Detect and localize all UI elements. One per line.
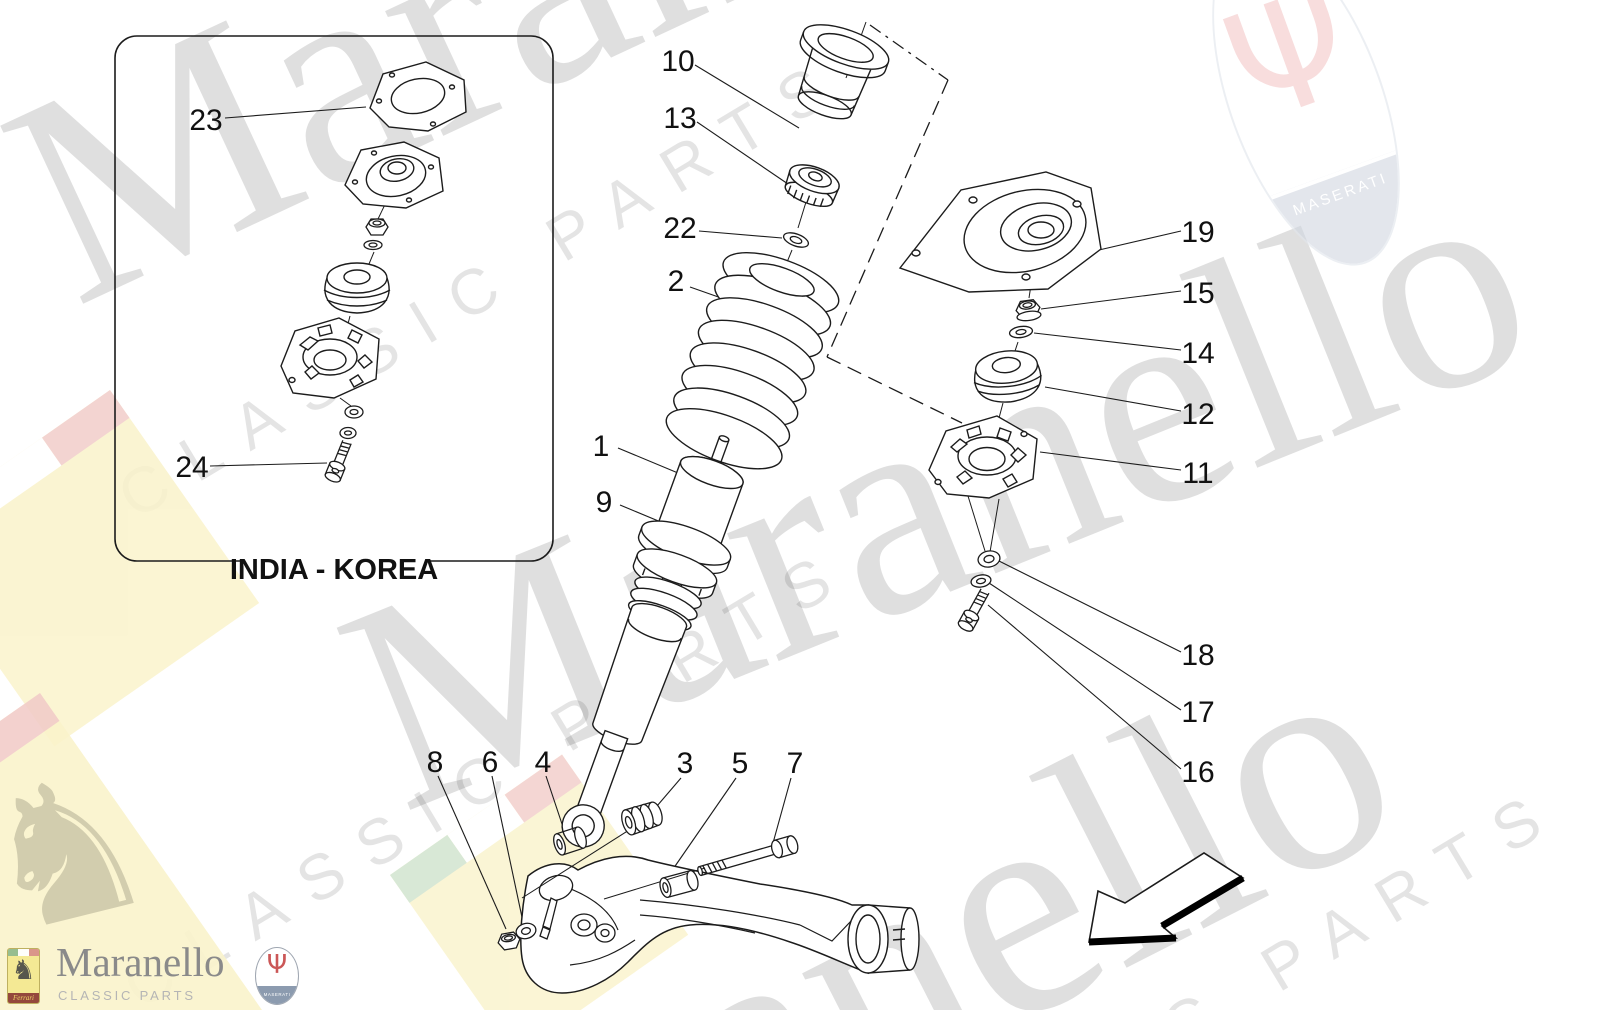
- part-17-washer: [970, 574, 992, 588]
- part-4-bushing: [553, 826, 587, 856]
- callout-16: 16: [1181, 756, 1214, 789]
- callout-7: 7: [787, 747, 804, 780]
- part-22-washer: [782, 232, 810, 248]
- callout-24: 24: [175, 451, 208, 484]
- ferrari-badge-icon: ♞ Ferrari: [7, 948, 40, 1004]
- callout-17: 17: [1181, 696, 1214, 729]
- part-18-washer: [977, 550, 1001, 568]
- callout-1: 1: [593, 430, 610, 463]
- part-3-bushing: [621, 801, 663, 836]
- lower-control-arm: [520, 855, 869, 994]
- callout-10: 10: [661, 45, 694, 78]
- callout-11: 11: [1182, 457, 1213, 490]
- callout-23: 23: [189, 104, 222, 137]
- callout-4: 4: [535, 746, 552, 779]
- inset-bolt-24: [324, 440, 352, 483]
- callout-8: 8: [427, 746, 444, 779]
- leader-lines: [209, 64, 1182, 930]
- part-7-bolt: [697, 835, 799, 877]
- part-5-spacer: [659, 869, 699, 899]
- brand-wordmark: Maranello: [56, 939, 225, 985]
- part-15-nut: [1015, 298, 1042, 322]
- inset-washer-lower: [339, 426, 357, 440]
- inset-region-label: INDIA - KOREA: [230, 554, 438, 586]
- maserati-logo-text: MASERATI: [256, 985, 298, 1004]
- brand-subtitle: CLASSIC PARTS: [58, 988, 196, 1003]
- inset-nut: [365, 218, 389, 236]
- ferrari-badge-text: Ferrari: [8, 993, 39, 1003]
- part-10-upper-cup: [797, 24, 890, 120]
- callout-13: 13: [663, 102, 696, 135]
- part-11-flange-plate: [928, 415, 1038, 499]
- part-6-washer: [515, 922, 537, 940]
- inset-top-plate-23: [369, 61, 467, 132]
- part-1-shock-absorber: [561, 435, 744, 848]
- callout-19: 19: [1181, 216, 1214, 249]
- part-13-threaded-cap: [784, 164, 840, 208]
- callout-12: 12: [1181, 398, 1214, 431]
- direction-arrow-icon: [1088, 852, 1245, 946]
- maserati-logo: Ψ MASERATI: [255, 947, 299, 1005]
- inset-flange-plate: [280, 317, 380, 399]
- inset-buffer: [323, 262, 391, 314]
- callout-numbers: 23 24 10 13 22 2 1 9 8 6 4 3 5 7 19 15 1…: [175, 45, 1214, 789]
- callout-18: 18: [1181, 639, 1214, 672]
- inset-washer-upper: [344, 405, 364, 419]
- trident-icon: Ψ: [266, 950, 288, 980]
- prancing-horse-badge-icon: ♞: [11, 955, 36, 986]
- part-19-strut-mount: [898, 171, 1102, 293]
- lower-arm-details: [559, 884, 853, 966]
- callout-15: 15: [1181, 277, 1214, 310]
- inset-strut-mount: [344, 141, 444, 209]
- callout-6: 6: [482, 746, 499, 779]
- callout-22: 22: [663, 212, 696, 245]
- dashed-zone-boundary: [826, 24, 963, 424]
- part-2-coil-spring: [665, 251, 840, 470]
- callout-5: 5: [732, 747, 749, 780]
- part-12-buffer: [973, 350, 1043, 403]
- ball-joint: [538, 874, 616, 943]
- part-14-washer: [1008, 325, 1034, 339]
- callout-2: 2: [668, 265, 685, 298]
- arm-bushing-tube: [847, 904, 920, 974]
- inset-washer: [363, 239, 383, 251]
- callout-3: 3: [677, 747, 694, 780]
- part-8-nut: [497, 931, 521, 951]
- callout-14: 14: [1181, 337, 1214, 370]
- inset-box: INDIA - KOREA: [114, 35, 554, 586]
- callout-9: 9: [596, 486, 613, 519]
- part-16-bolt: [957, 588, 990, 632]
